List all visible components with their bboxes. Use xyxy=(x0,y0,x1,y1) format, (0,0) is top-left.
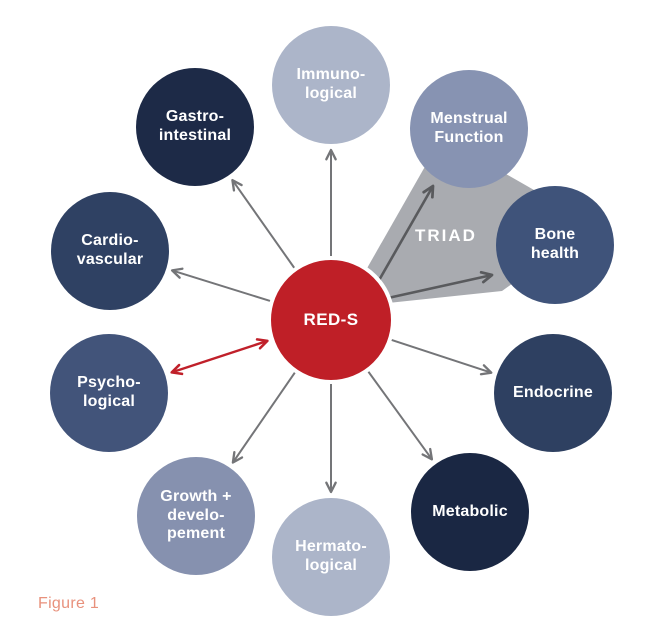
node-red-s-label: RED-S xyxy=(303,310,359,329)
node-endocrine-label: Endocrine xyxy=(512,383,594,401)
arrow-to-metabolic xyxy=(367,370,434,461)
node-hermatological-label: Hermato- logical xyxy=(295,538,367,574)
node-gastrointestinal: Gastro- intestinal xyxy=(136,68,254,186)
figure-caption: Figure 1 xyxy=(38,595,100,612)
arrow-to-cardiovascular xyxy=(170,267,272,303)
node-psychological: Psycho- logical xyxy=(50,334,168,452)
node-gastrointestinal-label: Gastro- intestinal xyxy=(158,108,232,144)
arrow-to-endocrine xyxy=(390,338,493,376)
node-endocrine: Endocrine xyxy=(494,334,612,452)
node-immunological: Immuno- logical xyxy=(272,26,390,144)
node-immunological-label: Immuno- logical xyxy=(296,66,366,102)
node-menstrual-function-label: Menstrual Function xyxy=(430,110,508,146)
node-psychological-label: Psycho- logical xyxy=(77,374,141,410)
arrow-to-gastrointestinal xyxy=(231,178,296,270)
node-cardiovascular: Cardio- vascular xyxy=(51,192,169,310)
node-growth-development: Growth + develo- pement xyxy=(137,457,255,575)
node-red-s: RED-S xyxy=(267,256,395,384)
arrow-to-menstrual-function xyxy=(376,184,435,283)
node-hermatological: Hermato- logical xyxy=(272,498,390,616)
node-metabolic: Metabolic xyxy=(411,453,529,571)
node-bone-health-label: Bone health xyxy=(530,226,580,262)
arrow-to-bone-health xyxy=(387,270,494,300)
node-growth-development-label: Growth + develo- pement xyxy=(160,488,232,543)
node-bone-health: Bone health xyxy=(496,186,614,304)
arrow-to-psychological-red xyxy=(170,338,269,376)
node-metabolic-label: Metabolic xyxy=(432,502,508,520)
triad-label: TRIAD xyxy=(415,226,477,245)
arrow-to-growth-development xyxy=(231,371,297,464)
node-cardiovascular-label: Cardio- vascular xyxy=(76,232,144,268)
node-menstrual-function: Menstrual Function xyxy=(410,70,528,188)
